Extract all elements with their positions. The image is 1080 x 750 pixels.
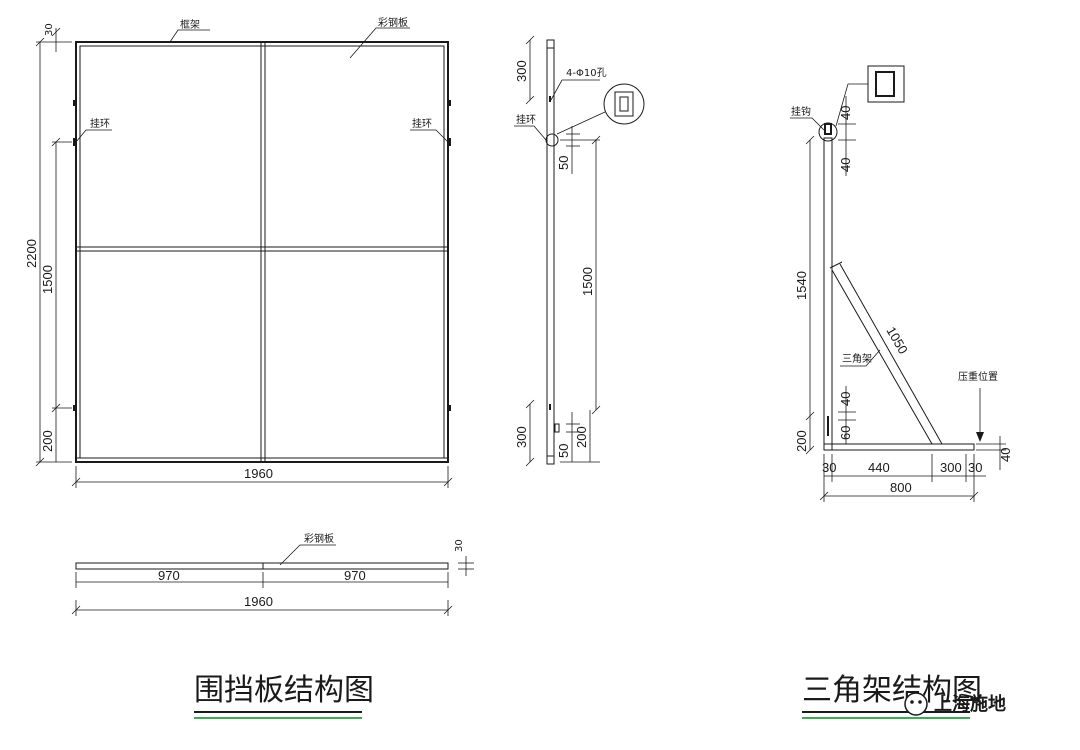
dim-text-200: 200 — [40, 430, 55, 452]
dim-tick — [525, 399, 535, 409]
watermark: 上海施地 — [904, 692, 1006, 716]
dim-tick — [525, 35, 535, 45]
dim-tick — [71, 605, 81, 615]
panel-side-elevation: 4-Φ10孔 挂环 300 300 50 1500 50 200 — [514, 35, 645, 467]
dim-tick — [35, 457, 45, 467]
hook-detail-shape — [875, 71, 895, 97]
dim-text-200-side: 200 — [574, 426, 589, 448]
dim-tick — [819, 491, 829, 501]
bracket-diagonal — [831, 269, 933, 445]
diagonal-top-cap — [829, 261, 843, 269]
leader-ring-left — [75, 129, 112, 143]
hook-small — [824, 123, 832, 135]
label-steel-plate: 彩钢板 — [378, 16, 408, 29]
leader-hook — [790, 117, 825, 131]
detail-leader — [556, 111, 606, 135]
label-hook: 挂钩 — [791, 105, 811, 118]
dim-text-2200: 2200 — [24, 239, 39, 268]
panel-inner-frame — [79, 45, 445, 459]
dim-text-440: 440 — [868, 460, 890, 475]
dim-text-30-plan: 30 — [454, 539, 465, 552]
leader-ring-side — [514, 125, 547, 141]
bracket-base — [823, 443, 975, 451]
leader-steel-plate — [349, 27, 410, 59]
dim-tick — [71, 477, 81, 487]
dim-tick — [443, 605, 453, 615]
dim-tick — [35, 37, 45, 47]
leader-frame — [169, 29, 210, 43]
dim-tick — [525, 457, 535, 467]
leader-holes — [550, 79, 600, 101]
detail-ring-inner — [619, 96, 629, 112]
dim-text-300: 300 — [940, 460, 962, 475]
panel-outer-frame — [75, 41, 449, 463]
dim-text-60: 60 — [838, 426, 853, 440]
label-ring-right: 挂环 — [412, 117, 432, 130]
dim-text-30-left: 30 — [822, 460, 836, 475]
dim-text-1960-plan: 1960 — [244, 594, 273, 609]
dim-text-970-right: 970 — [344, 568, 366, 583]
detail-bubble — [603, 83, 645, 125]
dim-text-300-top: 300 — [514, 60, 529, 82]
leader-ring-right — [410, 129, 449, 143]
dim-tick — [805, 135, 815, 145]
dim-text-1540: 1540 — [794, 271, 809, 300]
dim-text-1500-side: 1500 — [580, 267, 595, 296]
label-weight-position: 压重位置 — [958, 370, 998, 383]
label-plan-steel: 彩钢板 — [304, 532, 334, 545]
leader-plan-steel — [279, 544, 336, 566]
dim-text-200-bracket: 200 — [794, 430, 809, 452]
dim-text-1960: 1960 — [244, 466, 273, 481]
dim-tick — [591, 135, 601, 145]
label-holes: 4-Φ10孔 — [566, 67, 607, 79]
leader-triangle — [840, 349, 881, 367]
dim-text-1050: 1050 — [883, 324, 910, 357]
dim-text-300-bottom: 300 — [514, 426, 529, 448]
dim-text-800: 800 — [890, 480, 912, 495]
detail-ring-outline — [614, 91, 634, 117]
dim-text-30-right: 30 — [968, 460, 982, 475]
watermark-text: 上海施地 — [934, 693, 1006, 715]
dim-text-1500: 1500 — [40, 265, 55, 294]
title-bracket-structure: 三角架结构图 — [802, 673, 982, 708]
dim-text-50-bottom: 50 — [556, 444, 571, 458]
weight-arrow-head — [976, 432, 984, 442]
dim-tick — [805, 445, 815, 455]
bracket-post — [823, 137, 833, 451]
panel-front-elevation: 框架 彩钢板 挂环 挂环 2200 1500 200 30 1960 — [24, 16, 453, 488]
dim-text-40-a: 40 — [838, 106, 853, 120]
dim-text-970-left: 970 — [158, 568, 180, 583]
dim-tick — [591, 405, 601, 415]
dim-tick — [443, 477, 453, 487]
label-ring-side: 挂环 — [516, 113, 536, 126]
label-triangle: 三角架 — [842, 353, 872, 365]
dim-text-40-low: 40 — [838, 392, 853, 406]
label-ring-left: 挂环 — [90, 117, 110, 130]
wechat-icon-eye — [910, 700, 914, 704]
dim-text-50-top: 50 — [556, 156, 571, 170]
dim-text-40-b: 40 — [838, 158, 853, 172]
drawing-titles: 围挡板结构图 三角架结构图 — [194, 673, 982, 719]
dim-text-40-right: 40 — [998, 448, 1013, 462]
dim-tick — [51, 27, 61, 37]
triangle-bracket: 挂钩 三角架 压重位置 40 40 40 60 1540 200 1050 40 — [790, 65, 1013, 502]
wechat-icon — [904, 692, 928, 716]
label-frame: 框架 — [180, 18, 200, 31]
ring-bottom — [554, 423, 560, 433]
plan-panel-body — [75, 562, 449, 570]
ring-detail-circle — [545, 133, 559, 147]
bracket-diagonal-2 — [839, 263, 943, 445]
dim-tick — [51, 137, 61, 147]
panel-plan-view: 970 970 1960 彩钢板 30 — [71, 532, 474, 616]
title-panel-structure: 围挡板结构图 — [194, 673, 374, 708]
side-panel-body — [546, 39, 555, 465]
dim-text-30: 30 — [44, 23, 55, 36]
wechat-icon-eye — [918, 700, 922, 704]
dim-tick — [969, 491, 979, 501]
dim-tick — [525, 95, 535, 105]
hook-detail-leader — [835, 83, 868, 127]
